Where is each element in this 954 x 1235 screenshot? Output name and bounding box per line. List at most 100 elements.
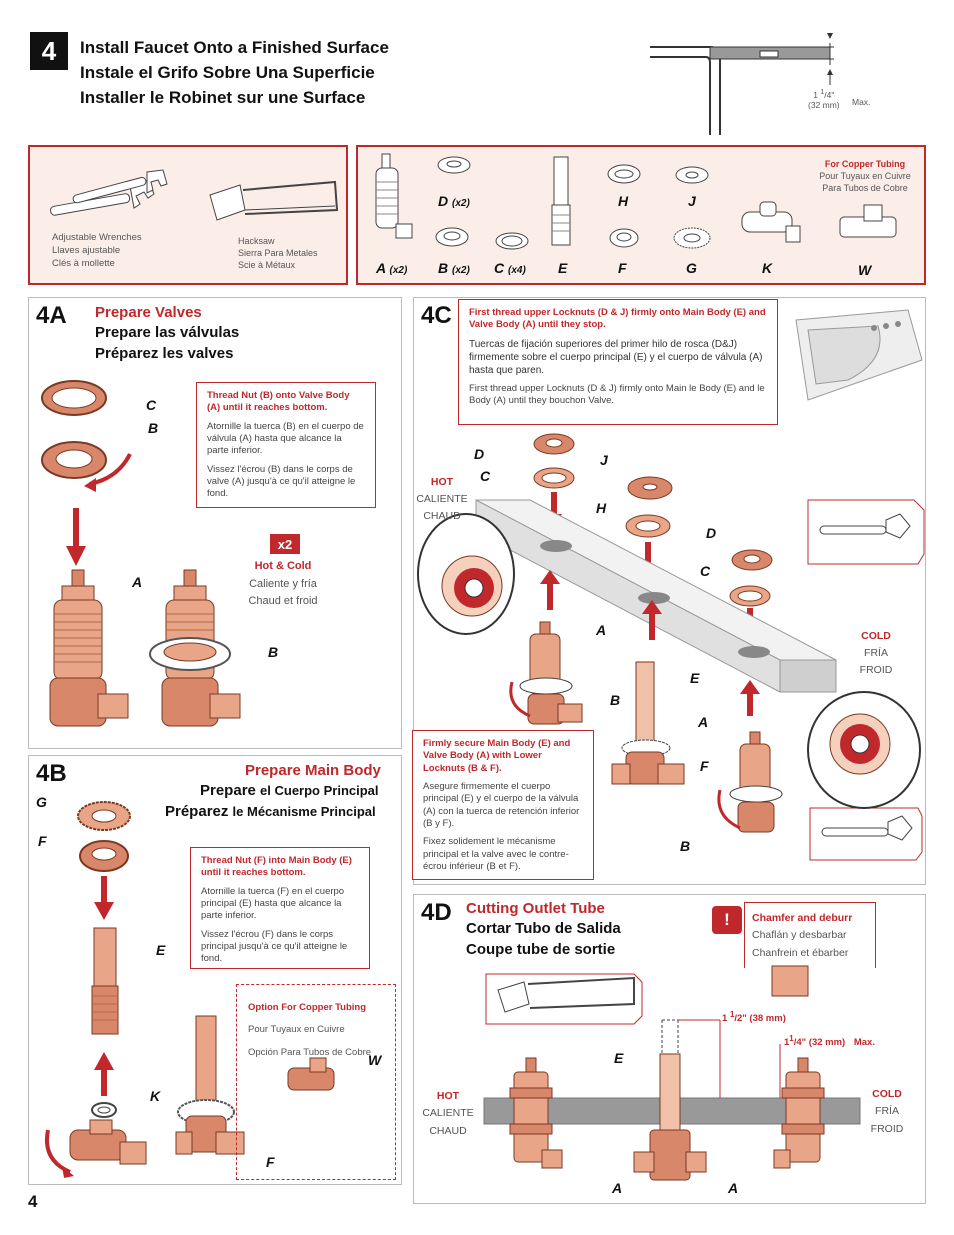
tee-k-illustration [45,1119,147,1178]
cold-valve-closeup [807,691,921,809]
label-a: A [132,574,143,590]
label-e: E [156,942,166,958]
locknut-d-icon [437,156,471,174]
nut-f-illustration [79,840,129,872]
label-c: C [480,468,491,484]
thickness-label: 1 1/4" (32 mm) [808,88,840,111]
part-w-label: W [858,262,872,278]
gear-washer-g-icon [673,227,711,249]
section-4d-label: 4D [421,899,452,926]
label-f: F [38,833,47,849]
cold-label: COLD FRÍA FROID [870,1088,904,1135]
label-f2: F [266,1154,275,1170]
hot-label: HOT CALIENTE CHAUD [416,476,468,522]
tee-w-illustration [287,1057,335,1091]
title-en: Install Faucet Onto a Finished Surface [80,38,389,57]
hacksaw-icon [485,973,643,1025]
valve-body-illustration [49,569,129,727]
label-a: A [596,622,607,638]
section-4d-es: Cortar Tubo de Salida [466,920,621,937]
part-a-label: A (x2) [376,260,408,276]
main-body-illustration [91,927,119,1035]
tee-k-icon [741,201,801,243]
section-4a-panel [28,297,402,749]
title-es: Instale el Grifo Sobre Una Superficie [80,63,375,82]
label-a: A [612,1180,623,1196]
main-body-with-tee-illustration [175,1015,245,1155]
section-4b-heading: Prepare Main Body [245,762,381,779]
section-4b-label: 4B [36,760,67,787]
note-4b: Thread Nut (F) into Main Body (E) until … [190,847,370,969]
main-body-e-icon [551,156,571,246]
section-4b-panel [28,755,402,1185]
note-4a: Thread Nut (B) onto Valve Body (A) until… [196,382,376,508]
copper-tubing-note: For Copper Tubing Pour Tuyaux en Cuivre … [819,159,911,194]
tube-end-illustration [771,965,809,997]
chamfer-note: Chamfer and deburr Chaflán y desbarbar C… [752,912,853,959]
section-4d-fr: Coupe tube de sortie [466,941,616,958]
part-c-label: C (x4) [494,260,526,276]
up-arrow-icon [740,680,760,716]
section-4b-fr: Préparez le Mécanisme Principal [165,803,376,820]
washer-h-icon [607,164,641,184]
label-f: F [700,758,709,774]
nut-f-icon [609,228,639,248]
part-b-label: B (x2) [438,260,470,276]
gear-washer-illustration [77,801,131,831]
hot-valve-assembly [509,621,583,725]
surface-thickness-diagram [650,33,834,135]
up-arrow-icon [94,1052,114,1096]
cold-label: COLD FRÍA FROID [859,630,893,676]
label-j: J [600,452,608,468]
label-e: E [690,670,700,686]
nut-b-icon [435,227,469,247]
copper-option-box [236,984,396,1180]
note-4c-lower: Firmly secure Main Body (E) and Valve Bo… [412,730,594,880]
tools-panel [28,145,348,285]
label-b2: B [268,644,279,660]
sink-illustration [795,309,923,401]
washers-stack-illustration [533,433,773,618]
up-arrow-icon [540,570,560,610]
wrench-icon [50,169,168,216]
part-e-label: E [558,260,568,276]
warning-icon: ! [712,906,742,934]
section-4a-fr: Préparez les valves [95,345,234,362]
section-4c-panel [413,297,926,885]
section-4d-heading: Cutting Outlet Tube [466,900,605,917]
label-b2: B [680,838,691,854]
section-4d-panel [413,894,926,1204]
valve-body-icon [375,153,413,239]
label-c: C [146,397,157,413]
label-h: H [596,500,607,516]
label-c2: C [700,563,711,579]
section-4a-label: 4A [36,302,67,329]
label-g: G [36,794,47,810]
valve-with-nut-illustration [149,569,241,727]
part-j-label: J [688,193,696,209]
washer-j-icon [675,166,709,184]
label-a2: A [698,714,709,730]
down-arrow-icon [94,876,114,920]
hot-label: HOT CALIENTE CHAUD [422,1090,474,1137]
part-k-label: K [762,260,773,276]
washer-c-illustration [41,380,107,416]
wrench-icon [807,499,925,565]
label-b: B [610,692,621,708]
label-k: K [150,1088,161,1104]
down-arrow-icon [66,508,86,566]
label-w: W [368,1052,382,1068]
page-number: 4 [28,1192,38,1211]
washer-c-icon [495,232,529,250]
washer-small-illustration [91,1102,117,1118]
part-g-label: G [686,260,697,276]
up-arrow-icon [642,600,662,640]
label-d: D [474,446,485,462]
countertop-illustration [475,499,837,693]
length-32mm: 11/4" (32 mm) Max. [784,1034,875,1049]
part-h-label: H [618,193,629,209]
label-a2: A [728,1180,739,1196]
hot-valve-closeup [417,513,515,635]
label-e: E [614,1050,624,1066]
